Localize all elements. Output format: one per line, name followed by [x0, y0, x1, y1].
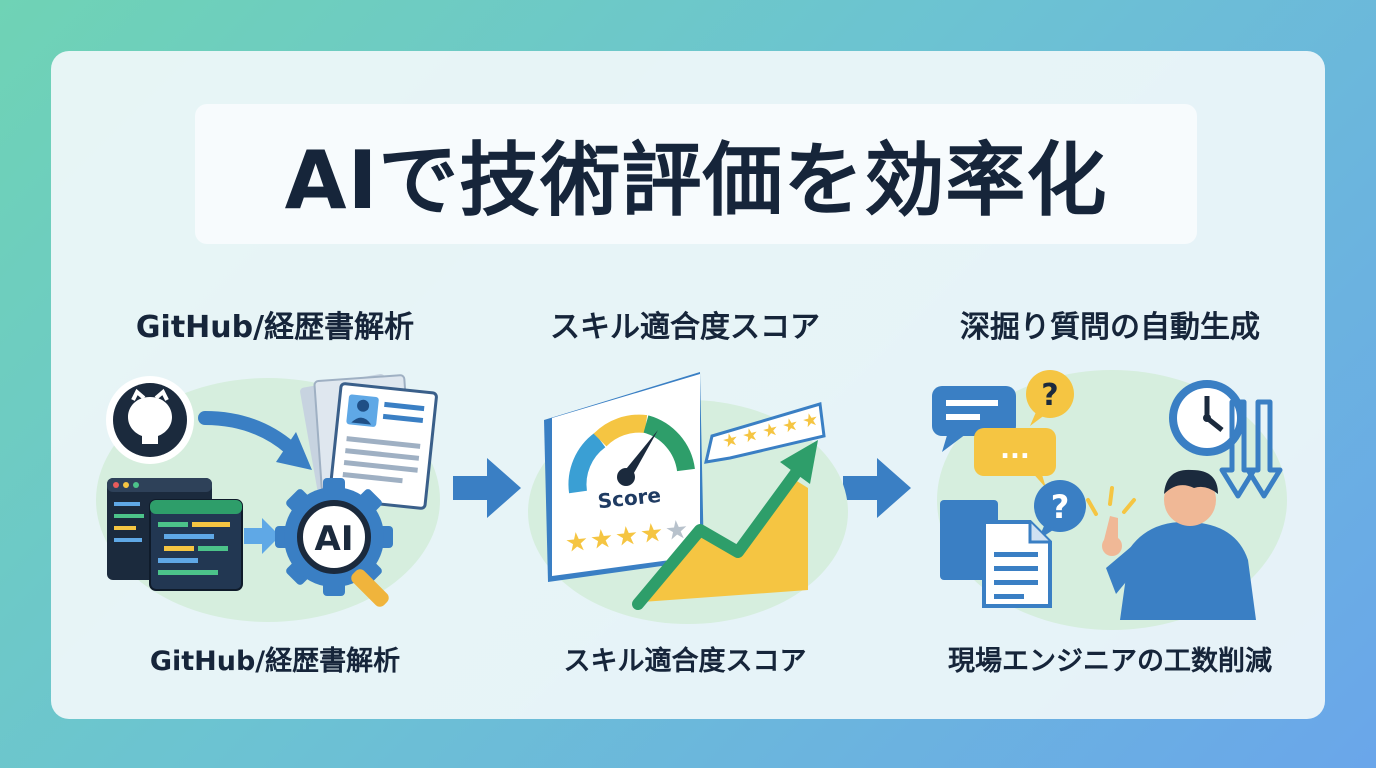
step3-caption: 現場エンジニアの工数削減 [948, 646, 1272, 677]
star-review-bubble: ★ ★ ★ ★ ★ [704, 402, 826, 464]
rating-stars-icon: ★ ★ ★ ★ ★ [564, 515, 690, 559]
question-bubble-icon-2: ? [1034, 480, 1086, 540]
svg-text:?: ? [1051, 488, 1070, 526]
github-to-ai-arrow [198, 411, 297, 455]
code-window-icon [107, 478, 243, 591]
engineer-person-icon [1086, 469, 1256, 620]
chat-bubble-icon [932, 386, 1016, 452]
svg-text:...: ... [1000, 435, 1030, 465]
step1-title: GitHub/経歴書解析 [135, 310, 415, 345]
ai-badge-text: AI [315, 519, 354, 559]
svg-text:★: ★ [564, 527, 590, 559]
step1-caption: GitHub/経歴書解析 [149, 646, 401, 677]
question-bubble-icon: ? [1026, 370, 1074, 426]
clock-icon [1169, 380, 1245, 456]
step-arrow-1 [453, 458, 521, 518]
reduction-arrows-icon [1219, 399, 1283, 499]
step-arrow-2 [843, 458, 911, 518]
svg-text:★: ★ [614, 521, 640, 553]
svg-text:?: ? [1041, 378, 1058, 413]
title-box: AIで技術評価を効率化 [195, 104, 1197, 244]
typing-bubble-icon: ... [974, 428, 1056, 488]
step2-title: スキル適合度スコア [550, 310, 820, 345]
gauge-needle [622, 430, 658, 480]
code-to-ai-arrow [244, 518, 280, 554]
svg-text:★: ★ [800, 409, 821, 433]
resume-documents-icon [300, 373, 438, 510]
step3-title: 深掘り質問の自動生成 [960, 310, 1260, 345]
svg-text:★: ★ [639, 518, 665, 550]
svg-text:★: ★ [589, 524, 615, 556]
svg-text:★: ★ [740, 424, 761, 448]
svg-text:★: ★ [720, 429, 741, 453]
svg-text:★: ★ [760, 419, 781, 443]
page-title: AIで技術評価を効率化 [284, 134, 1108, 227]
github-icon [106, 376, 194, 464]
step2-caption: スキル適合度スコア [563, 646, 807, 677]
growth-chart-icon [632, 440, 818, 610]
document-stack-icon [940, 500, 1052, 608]
svg-text:★: ★ [780, 414, 801, 438]
score-card: Score ★ ★ ★ ★ ★ [544, 372, 704, 582]
ai-gear-icon: AI [275, 478, 393, 607]
